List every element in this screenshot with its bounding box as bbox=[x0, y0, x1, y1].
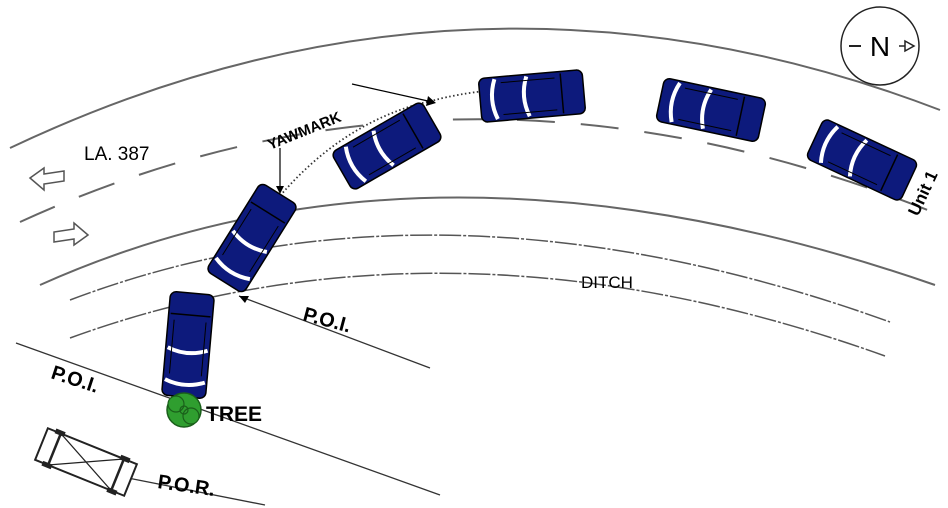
road-name-label: LA. 387 bbox=[84, 144, 150, 165]
tree-icon bbox=[166, 392, 202, 428]
hollow-arrow-icon bbox=[28, 166, 65, 192]
poi-center-line bbox=[238, 295, 431, 369]
por-label: P.O.R. bbox=[156, 471, 216, 501]
arrowhead-icon bbox=[276, 186, 284, 194]
arrowhead-icon bbox=[239, 296, 249, 303]
car-icon bbox=[653, 75, 769, 145]
poi-left-line bbox=[15, 342, 441, 496]
ditch-label: DITCH bbox=[581, 273, 633, 292]
rest-position-vehicle bbox=[33, 426, 139, 498]
ditch-lower-line bbox=[69, 272, 886, 357]
yawmark-label: YAWMARK bbox=[265, 109, 344, 154]
road-outer-edge bbox=[9, 27, 941, 149]
road-inner-edge bbox=[39, 196, 936, 286]
ditch-upper-line bbox=[69, 234, 891, 323]
poi-center-label: P.O.I. bbox=[301, 304, 354, 338]
car-icon bbox=[159, 289, 217, 401]
car-icon bbox=[203, 180, 301, 296]
yawmark-leader-line bbox=[351, 83, 429, 102]
tree-label: TREE bbox=[206, 403, 262, 426]
road-center-line bbox=[19, 118, 941, 223]
hollow-arrow-icon bbox=[53, 221, 90, 247]
car-icon bbox=[328, 98, 446, 194]
por-line bbox=[127, 477, 266, 506]
car-icon bbox=[803, 116, 921, 204]
north-arrow-icon bbox=[840, 6, 920, 86]
arrowhead-icon bbox=[426, 96, 436, 106]
poi-left-label: P.O.I. bbox=[48, 362, 101, 398]
car-icon bbox=[476, 67, 588, 125]
north-label: N bbox=[870, 31, 890, 62]
